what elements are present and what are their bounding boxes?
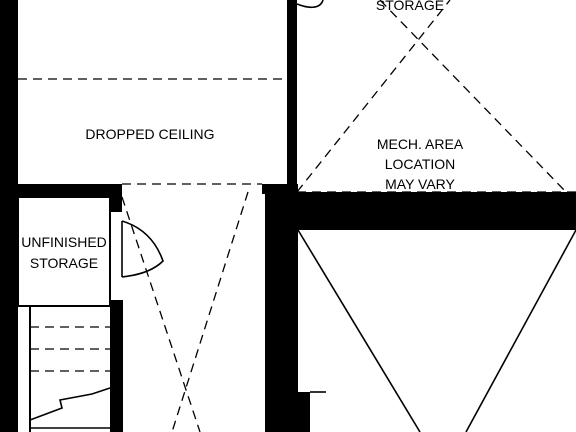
wall-storage-right-jamb: [110, 184, 122, 212]
corridor-diagonal-b: [171, 191, 249, 432]
wall-mech-bottom: [287, 192, 576, 230]
mech-area-diagonal-a: [296, 0, 451, 193]
unfinished-storage-label-line1: UNFINISHED: [21, 234, 107, 250]
dashed-lines: [18, 0, 576, 432]
wall-center-vertical-upper: [287, 0, 297, 197]
unfinished-storage-label-line2: STORAGE: [30, 255, 98, 271]
unfinished-storage-door-swing: [121, 220, 164, 278]
mech-area-label-line1: MECH. AREA: [377, 136, 464, 152]
open-area-diagonal-right: [465, 229, 576, 432]
wall-stair-right: [110, 300, 123, 432]
unfinished-storage-room: [17, 196, 111, 307]
doors: [121, 0, 324, 278]
stair-break-lines: [29, 387, 111, 429]
storage-top-label: STORAGE: [376, 0, 444, 13]
open-area-lines: [297, 229, 576, 432]
mech-area-label-line3: MAY VARY: [385, 176, 455, 192]
top-door-swing: [296, 0, 324, 9]
wall-lower-left-ledge: [0, 184, 122, 197]
wall-bottom-opening-jamb: [298, 392, 310, 432]
dropped-ceiling-label: DROPPED CEILING: [85, 126, 214, 142]
wall-left-outer: [0, 0, 18, 432]
open-area-diagonal-left: [297, 229, 421, 432]
stair-break-line: [29, 387, 111, 421]
corridor-diagonal-a: [121, 196, 201, 432]
mech-area-label-line2: LOCATION: [385, 156, 456, 172]
